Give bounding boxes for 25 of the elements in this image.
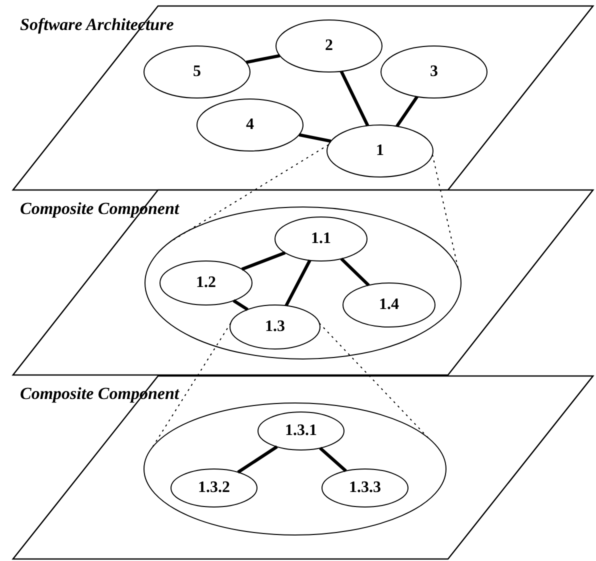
component-label: 1.3.3 [348,479,382,497]
component-label: 2 [324,37,334,55]
projection-line [152,322,232,448]
connector-line [237,445,278,474]
connector-line [340,258,370,286]
connector-line [241,251,286,271]
component-label: 4 [245,116,255,134]
component-label: 1.4 [378,296,400,314]
connector-line [298,133,332,143]
projection-line [432,154,459,269]
projection-line [318,322,429,439]
connector-line [340,70,370,126]
component-label: 1.2 [195,274,217,292]
component-label: 1.1 [310,230,332,248]
connector-line [319,446,347,472]
connector-line [284,260,312,306]
component-label: 1.3 [264,318,286,336]
connector-line [396,96,418,128]
component-label: 5 [192,63,202,81]
component-label: 1.3.2 [197,479,231,497]
component-label: 1.3.1 [284,422,318,440]
connector-line [232,299,248,311]
connector-line [246,54,280,64]
component-label: 3 [429,63,439,81]
component-label: 1 [375,142,385,160]
